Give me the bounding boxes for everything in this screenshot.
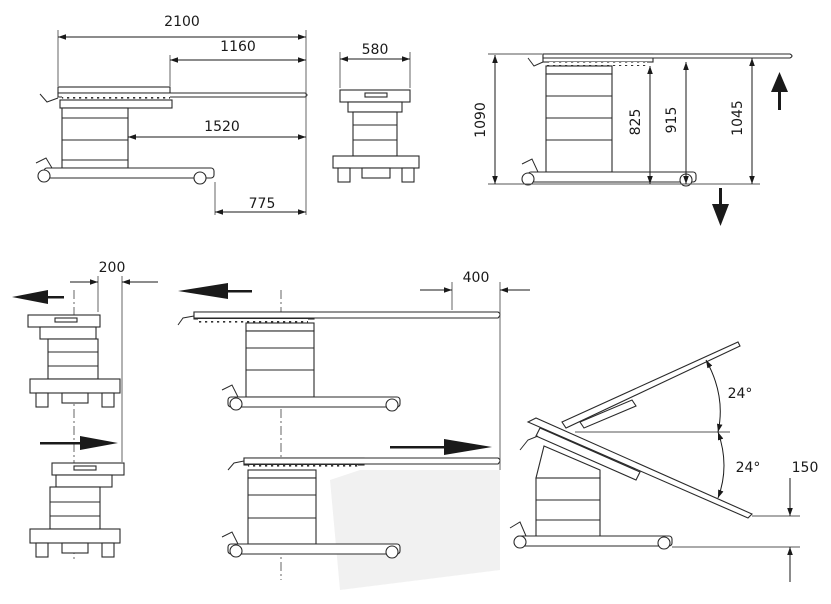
lateral-right-arrow-icon bbox=[80, 436, 118, 450]
tilt-top-up bbox=[561, 341, 741, 429]
lateral-base-lower bbox=[29, 528, 121, 544]
dim-915-label: 915 bbox=[664, 107, 680, 134]
longitudinal-view: 400 bbox=[177, 270, 530, 590]
lower-arrow-icon bbox=[712, 204, 729, 226]
lower-arrow-shaft bbox=[719, 188, 722, 206]
dim-150-label: 150 bbox=[792, 460, 819, 476]
height-base bbox=[527, 171, 697, 183]
base bbox=[43, 167, 215, 179]
lateral-column-upper bbox=[47, 338, 99, 380]
dim-200-label: 200 bbox=[99, 260, 126, 276]
lateral-column-lower bbox=[49, 486, 101, 530]
lateral-base-upper bbox=[29, 378, 121, 394]
long-column-upper bbox=[245, 330, 315, 398]
long-right-arrow-icon bbox=[444, 439, 492, 455]
tilt-base bbox=[515, 535, 673, 547]
dim-2100-label: 2100 bbox=[164, 14, 200, 30]
height-head-handle bbox=[527, 57, 544, 67]
lateral-view: 200 bbox=[12, 260, 158, 560]
end-view: 580 bbox=[332, 42, 420, 183]
base-pedal bbox=[35, 157, 53, 169]
tabletop-rail bbox=[57, 86, 171, 94]
long-column-lower bbox=[247, 477, 317, 545]
angle-down-label: 24° bbox=[736, 460, 761, 476]
angle-arc-up bbox=[705, 359, 723, 433]
long-tabletop-lower bbox=[243, 457, 501, 465]
dim-400-label: 400 bbox=[463, 270, 490, 286]
tilt-column bbox=[535, 477, 601, 539]
height-column bbox=[545, 73, 613, 173]
dim-825-label: 825 bbox=[628, 109, 644, 136]
angle-arc-down bbox=[717, 431, 725, 499]
end-column bbox=[352, 111, 398, 157]
height-view: 1090 825 915 1045 bbox=[473, 53, 793, 226]
tilt-view: 24° 24° 150 bbox=[509, 341, 819, 582]
rail-slots bbox=[62, 95, 170, 99]
end-base bbox=[332, 155, 420, 169]
side-view: 2100 1160 1520 775 bbox=[35, 14, 308, 215]
tabletop-frame bbox=[59, 99, 173, 109]
dim-775-label: 775 bbox=[249, 196, 276, 212]
dim-1160-label: 1160 bbox=[220, 39, 256, 55]
raise-arrow-icon bbox=[771, 72, 788, 92]
long-left-arrow-icon bbox=[178, 283, 228, 299]
tilt-top-down bbox=[526, 417, 753, 519]
long-base-lower bbox=[227, 543, 401, 555]
angle-up-label: 24° bbox=[728, 386, 753, 402]
lateral-left-arrow-icon bbox=[12, 290, 48, 304]
head-handle bbox=[39, 93, 59, 103]
long-tabletop-upper bbox=[193, 311, 501, 319]
caster-right bbox=[193, 171, 207, 185]
long-base-upper bbox=[227, 396, 401, 408]
dim-1090-label: 1090 bbox=[473, 102, 489, 138]
column bbox=[61, 107, 129, 169]
dim-1520-label: 1520 bbox=[204, 119, 240, 135]
height-tabletop bbox=[542, 53, 793, 59]
dim-1045-label: 1045 bbox=[730, 100, 746, 136]
shadow-area bbox=[330, 470, 500, 590]
dim-580-label: 580 bbox=[362, 42, 389, 58]
raise-arrow-shaft bbox=[778, 90, 781, 110]
caster-left bbox=[37, 169, 51, 183]
